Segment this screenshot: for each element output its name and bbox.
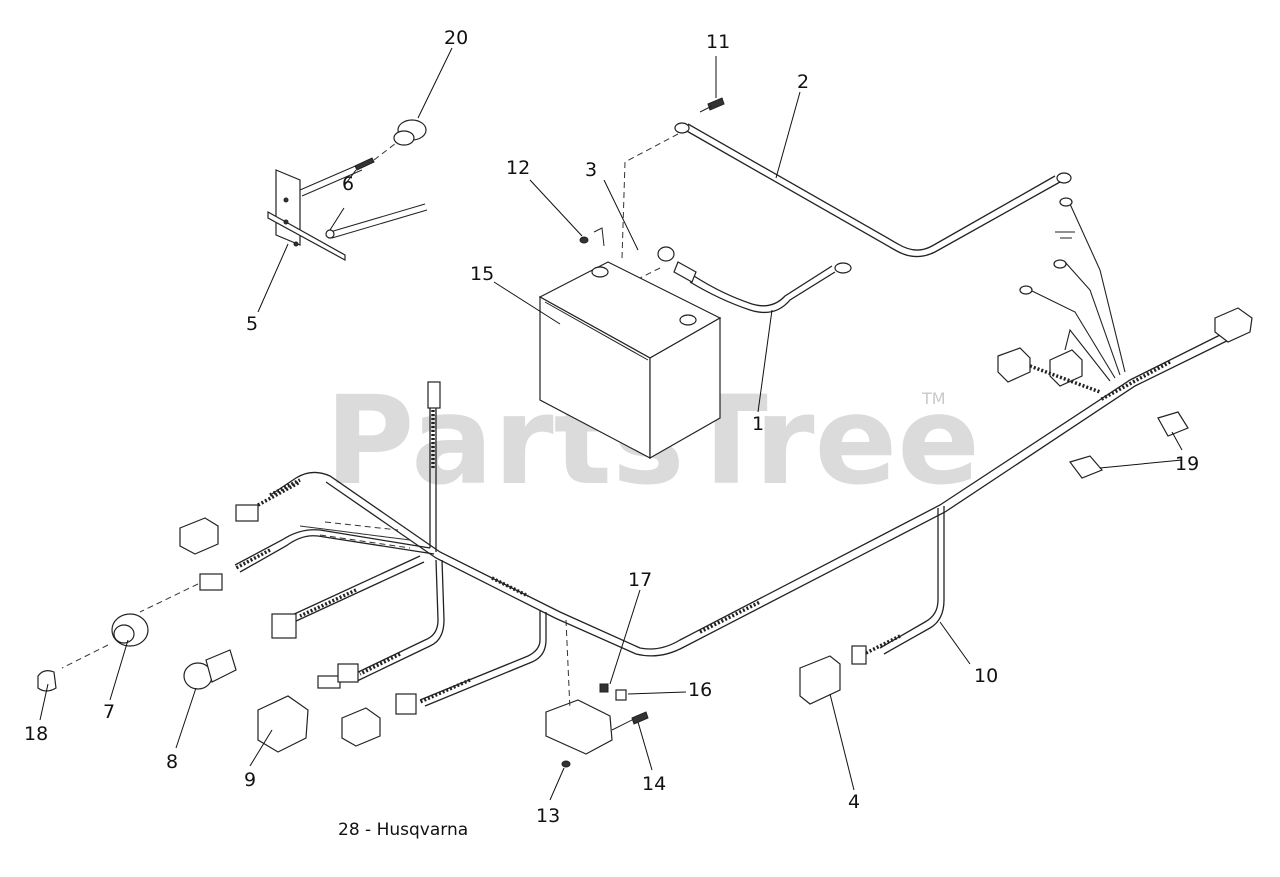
- callout-20: 20: [444, 27, 468, 49]
- callout-4: 4: [848, 791, 860, 813]
- callout-13: 13: [536, 805, 560, 827]
- callout-11: 11: [706, 31, 730, 53]
- battery-cable-positive: [621, 122, 1072, 259]
- leader-lines: [39, 47, 1183, 801]
- diagram-caption: 28 - Husqvarna: [338, 820, 468, 840]
- watermark-tm: TM: [921, 389, 946, 408]
- bolt: [699, 97, 725, 113]
- callout-1: 1: [752, 413, 764, 435]
- callouts: 1 2 3 4 5 6 7 8 9 10 11 12 13 14 15 16 1…: [24, 27, 1199, 827]
- callout-6: 6: [342, 173, 354, 195]
- callout-14: 14: [642, 773, 666, 795]
- nut: [579, 227, 605, 247]
- battery: [538, 261, 722, 460]
- callout-10: 10: [974, 665, 998, 687]
- callout-5: 5: [246, 313, 258, 335]
- callout-19: 19: [1175, 453, 1199, 475]
- callout-2: 2: [797, 71, 809, 93]
- callout-8: 8: [166, 751, 178, 773]
- left-harness-branches: [234, 521, 547, 715]
- left-components: [37, 411, 1189, 768]
- callout-7: 7: [103, 701, 115, 723]
- battery-cable-negative: [689, 262, 852, 314]
- callout-16: 16: [688, 679, 712, 701]
- callout-12: 12: [506, 157, 530, 179]
- terminal-boot: [639, 246, 697, 283]
- callout-9: 9: [244, 769, 256, 791]
- callout-17: 17: [628, 569, 652, 591]
- callout-18: 18: [24, 723, 48, 745]
- bracket-assembly: [267, 119, 428, 262]
- callout-15: 15: [470, 263, 494, 285]
- main-harness: [269, 197, 1253, 705]
- callout-3: 3: [585, 159, 597, 181]
